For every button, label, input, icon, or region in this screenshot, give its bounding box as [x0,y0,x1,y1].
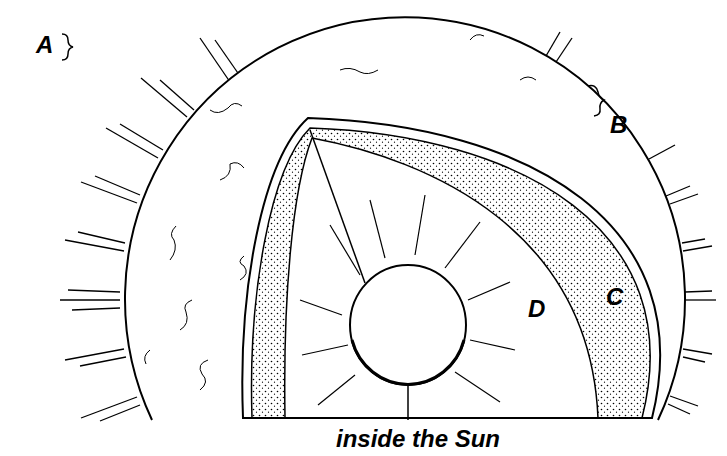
core [350,265,466,385]
part-letter: D [528,296,545,322]
bracket-b [588,86,604,116]
caption: inside the Sun [336,426,500,452]
radiation-lines [300,195,515,405]
cut-line [310,130,365,283]
photosphere-layer [242,118,660,418]
part-letter: B [610,112,627,138]
part-letter: C [606,284,623,310]
sun-surface [125,17,685,420]
convection-zone [252,128,651,418]
core-shade [352,340,464,384]
caption-pointer [407,385,409,420]
part-letter: A [36,32,53,58]
bracket-a [62,34,73,60]
